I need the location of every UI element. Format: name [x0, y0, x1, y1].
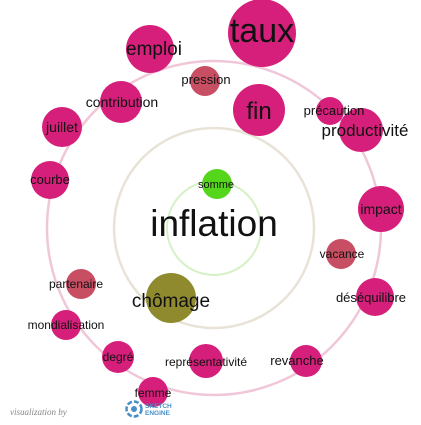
word-label-femme: femme — [135, 386, 172, 400]
word-label-contribution: contribution — [86, 94, 158, 110]
bubble-mondialisation — [51, 310, 81, 340]
bubble-precaution — [316, 97, 344, 125]
word-label-partenaire: partenaire — [49, 277, 103, 291]
bubble-somme — [202, 169, 232, 199]
word-label-desequilibre: déséquilibre — [336, 290, 406, 305]
bubble-pression — [190, 66, 220, 96]
word-label-emploi: emploi — [126, 39, 182, 60]
bubble-chomage — [146, 273, 196, 323]
bubble-fin — [233, 84, 285, 136]
word-label-representativite: représentativité — [165, 355, 247, 369]
bubble-representativite — [189, 344, 223, 378]
word-label-vacance: vacance — [320, 247, 365, 261]
word-label-somme: somme — [198, 179, 234, 191]
bubble-emploi — [126, 25, 174, 73]
bubble-degre — [102, 341, 134, 373]
word-bubbles — [31, 0, 404, 407]
bubble-partenaire — [66, 269, 96, 299]
bubble-impact — [358, 186, 404, 232]
bubble-taux — [228, 0, 296, 67]
credit: visualization by SKETCH ENGINE — [6, 400, 206, 423]
word-label-juillet: juillet — [45, 119, 78, 135]
word-label-degre: degré — [103, 350, 134, 364]
word-label-impact: impact — [360, 201, 401, 217]
word-labels: taux emploi pression contribution fin précaut… — [28, 12, 409, 400]
word-label-taux: taux — [230, 12, 294, 50]
word-label-fin: fin — [246, 98, 271, 125]
word-label-pression: pression — [181, 72, 230, 87]
credit-text: visualization by — [10, 407, 67, 417]
bubble-revanche — [290, 345, 322, 377]
bubble-courbe — [31, 161, 69, 199]
logo-text: SKETCH ENGINE — [145, 403, 172, 417]
word-label-revanche: revanche — [270, 353, 323, 368]
logo-line2: ENGINE — [145, 410, 170, 417]
word-label-courbe: courbe — [30, 172, 70, 187]
word-label-mondialisation: mondialisation — [28, 318, 105, 332]
orbit-ring-2 — [112, 126, 316, 330]
bubble-vacance — [326, 239, 356, 269]
bubble-contribution — [100, 81, 142, 123]
bubble-productivite — [339, 108, 383, 152]
center-word: inflation — [150, 203, 278, 244]
sketch-engine-logo-icon — [125, 400, 143, 418]
word-label-productivite: productivité — [322, 121, 409, 140]
logo-line1: SKETCH — [145, 403, 172, 410]
bubble-femme — [138, 377, 168, 407]
bubble-juillet — [42, 107, 82, 147]
word-label-chomage: chômage — [132, 291, 210, 312]
word-label-precaution: précaution — [304, 103, 365, 118]
bubble-desequilibre — [356, 278, 394, 316]
